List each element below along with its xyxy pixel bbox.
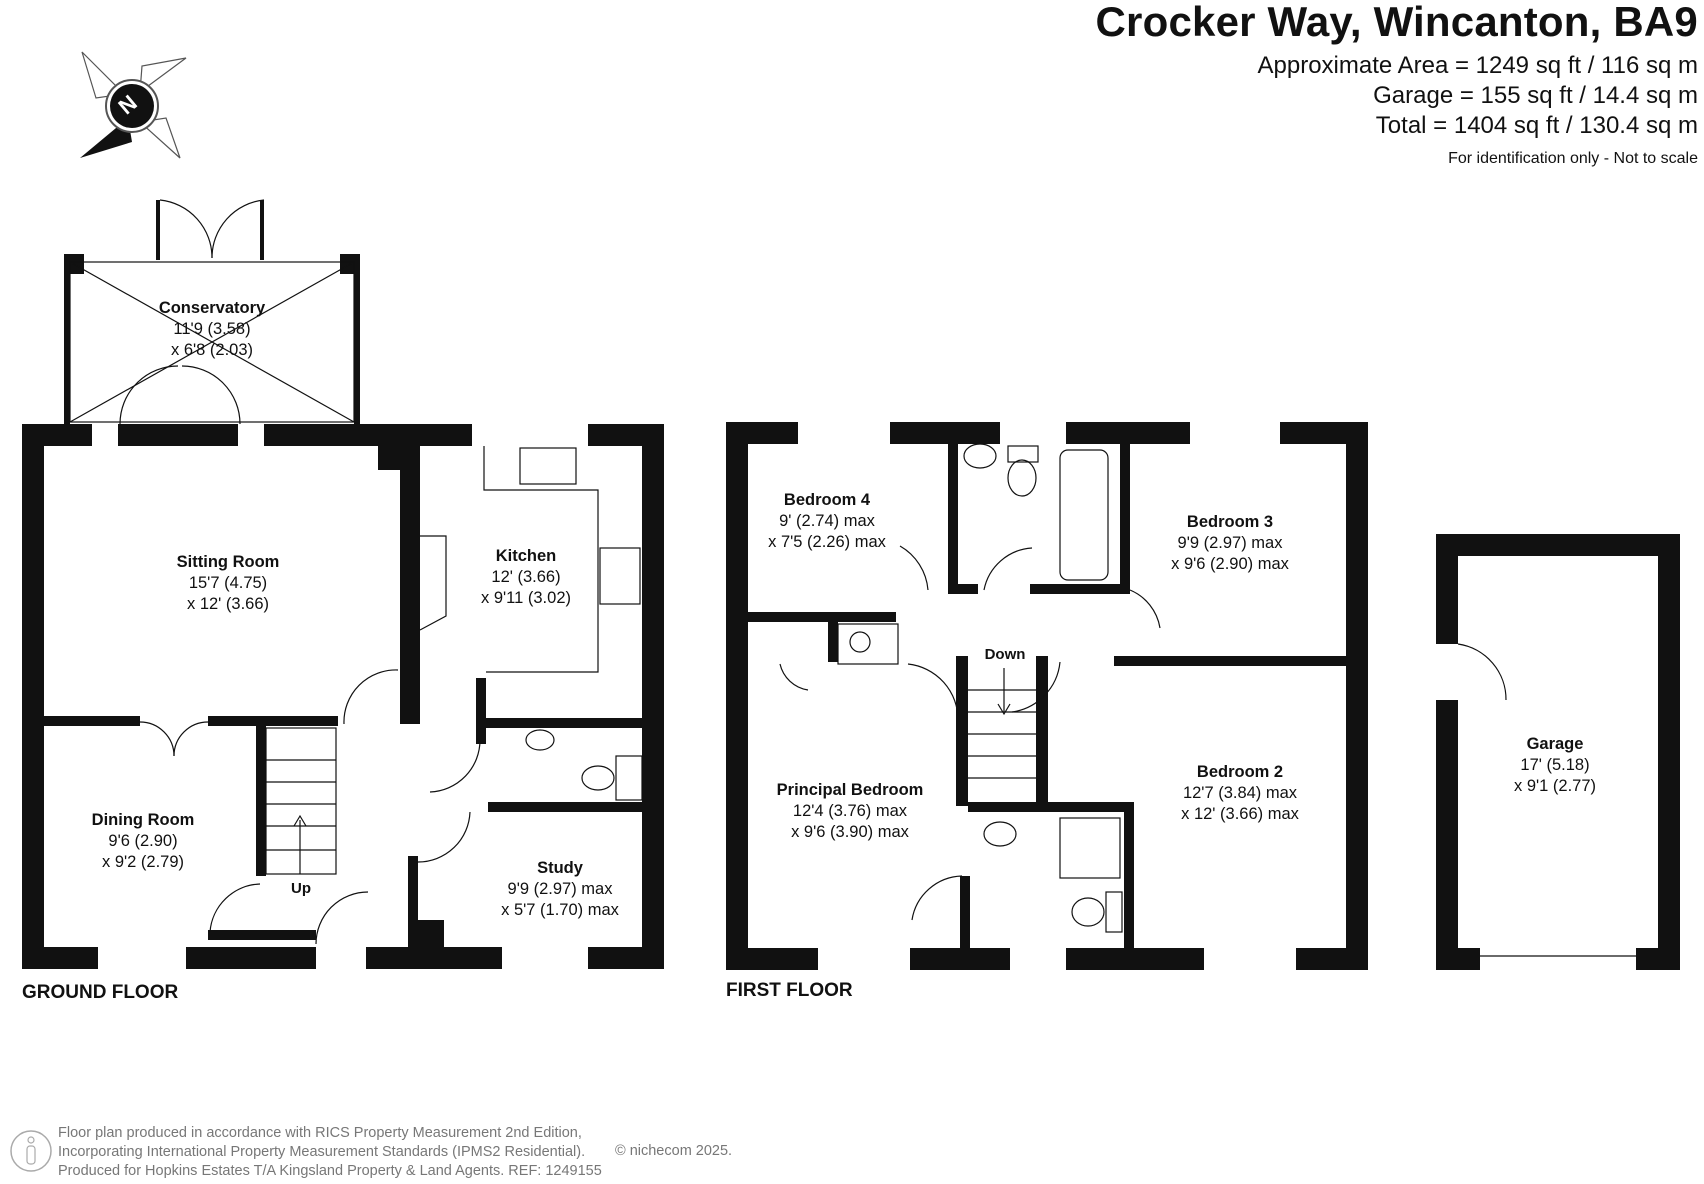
first-floor-label: FIRST FLOOR	[726, 980, 853, 1001]
room-dim: 9'6 (2.90)	[108, 832, 178, 850]
room-dim: 9'9 (2.97) max	[1177, 534, 1283, 552]
info-person-icon	[10, 1130, 52, 1172]
room-dim: 12' (3.66)	[491, 568, 561, 586]
room-dim: 9'9 (2.97) max	[507, 880, 613, 898]
room-dim: x 9'1 (2.77)	[1513, 777, 1597, 795]
fixtures	[69, 199, 1636, 957]
room-bedroom3: Bedroom 3 9'9 (2.97) max x 9'6 (2.90) ma…	[1171, 512, 1289, 575]
room-dim: 11'9 (3.58)	[173, 320, 251, 338]
scale-note: For identification only - Not to scale	[1448, 150, 1698, 167]
room-study: Study 9'9 (2.97) max x 5'7 (1.70) max	[501, 858, 619, 921]
room-name: Garage	[1526, 735, 1584, 753]
room-sitting: Sitting Room 15'7 (4.75) x 12' (3.66)	[177, 552, 280, 615]
room-dim: x 12' (3.66)	[186, 595, 270, 613]
room-bedroom4: Bedroom 4 9' (2.74) max x 7'5 (2.26) max	[768, 490, 886, 553]
stairs-up-label: Up	[291, 880, 311, 897]
footer-brand: © nichecom 2025.	[615, 1143, 733, 1159]
room-name: Bedroom 2	[1196, 763, 1284, 781]
compass	[80, 51, 187, 159]
room-name: Dining Room	[91, 811, 195, 829]
footer-line: Produced for Hopkins Estates T/A Kingsla…	[58, 1163, 602, 1179]
room-dim: x 6'8 (2.03)	[170, 341, 254, 359]
room-name: Sitting Room	[176, 553, 280, 571]
room-name: Conservatory	[158, 299, 266, 317]
room-dim: x 9'11 (3.02)	[481, 589, 571, 607]
room-garage: Garage 17' (5.18) x 9'1 (2.77)	[1514, 734, 1596, 797]
property-title: Crocker Way, Wincanton, BA9	[1095, 0, 1698, 45]
room-dim: x 9'2 (2.79)	[101, 853, 185, 871]
footer-text: Floor plan produced in accordance with R…	[58, 1124, 602, 1181]
room-dim: x 9'6 (2.90) max	[1171, 555, 1289, 573]
room-dim: 12'4 (3.76) max	[792, 802, 908, 820]
approx-area: Approximate Area = 1249 sq ft / 116 sq m	[1257, 52, 1698, 79]
room-bedroom2: Bedroom 2 12'7 (3.84) max x 12' (3.66) m…	[1181, 762, 1299, 825]
footer-line: Floor plan produced in accordance with R…	[58, 1125, 582, 1141]
walls	[22, 200, 1680, 970]
room-name: Principal Bedroom	[776, 781, 924, 799]
room-kitchen: Kitchen 12' (3.66) x 9'11 (3.02)	[481, 546, 571, 609]
room-name: Study	[537, 859, 583, 877]
room-dim: 17' (5.18)	[1520, 756, 1590, 774]
stairs-down-label: Down	[984, 646, 1026, 663]
garage-area: Garage = 155 sq ft / 14.4 sq m	[1373, 82, 1698, 109]
room-conservatory: Conservatory 11'9 (3.58) x 6'8 (2.03)	[159, 298, 265, 361]
room-dining: Dining Room 9'6 (2.90) x 9'2 (2.79)	[92, 810, 195, 873]
ground-floor-label: GROUND FLOOR	[22, 982, 179, 1003]
room-dim: x 12' (3.66) max	[1181, 805, 1299, 823]
room-dim: x 5'7 (1.70) max	[501, 901, 619, 919]
room-principal-bedroom: Principal Bedroom 12'4 (3.76) max x 9'6 …	[777, 780, 924, 843]
room-name: Bedroom 3	[1186, 513, 1274, 531]
room-dim: x 9'6 (3.90) max	[791, 823, 909, 841]
room-name: Kitchen	[495, 547, 557, 565]
footer-line: Incorporating International Property Mea…	[58, 1144, 586, 1160]
total-area: Total = 1404 sq ft / 130.4 sq m	[1375, 112, 1698, 139]
room-dim: 9' (2.74) max	[779, 512, 875, 530]
room-dim: 12'7 (3.84) max	[1182, 784, 1298, 802]
room-dim: x 7'5 (2.26) max	[768, 533, 886, 551]
room-name: Bedroom 4	[783, 491, 871, 509]
room-dim: 15'7 (4.75)	[188, 574, 268, 592]
